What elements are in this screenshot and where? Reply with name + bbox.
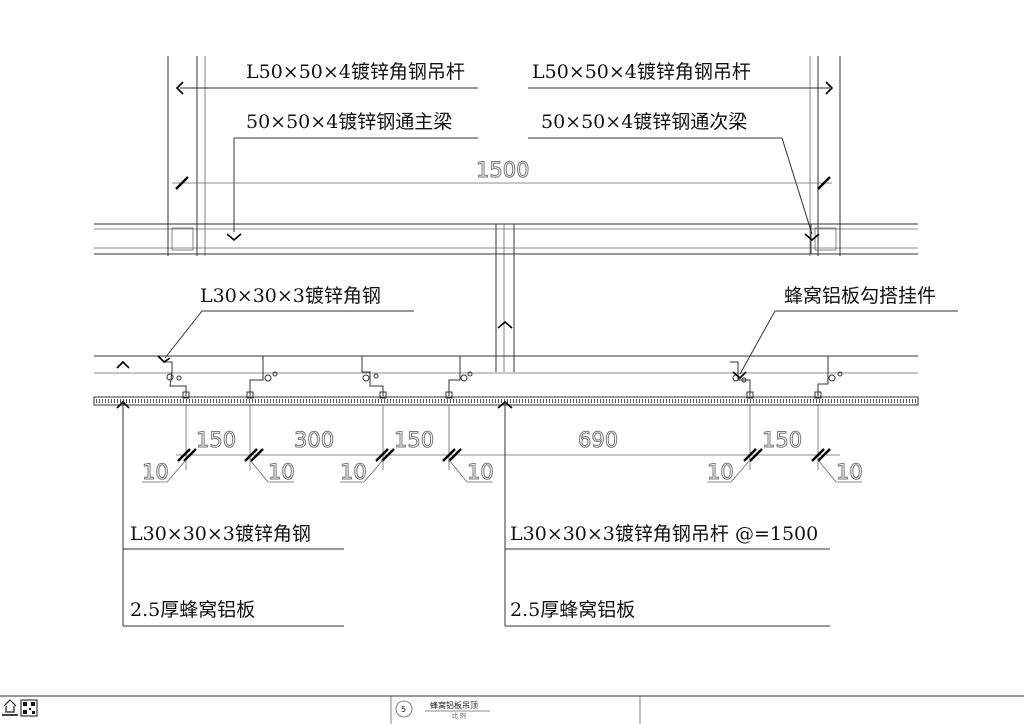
panel-dimension-line	[142, 405, 862, 483]
title-scale: 比 例	[452, 712, 466, 720]
label-hanger-left: L50×50×4镀锌角钢吊杆	[246, 61, 465, 83]
label-main-beam: 50×50×4镀锌钢通主梁	[246, 111, 452, 133]
label-angle-left-top: L30×30×3镀锌角钢	[200, 285, 381, 307]
dim-offset-3: 10	[340, 460, 367, 484]
honeycomb-panels	[93, 396, 919, 406]
title-number-circle	[395, 700, 413, 718]
dim-gap-2: 300	[294, 428, 334, 452]
dim-gap-5: 150	[762, 428, 802, 452]
label-hook-fitting: 蜂窝铝板勾搭挂件	[784, 285, 936, 307]
dim-top-span: 1500	[476, 158, 529, 182]
label-panel-left: 2.5厚蜂窝铝板	[130, 599, 255, 621]
company-logo-icon	[2, 699, 18, 716]
dim-offset-6: 10	[836, 460, 863, 484]
main-beam	[94, 223, 918, 255]
top-leaders	[175, 81, 834, 242]
top-dimension-line	[172, 176, 832, 190]
title-text: 蜂窝铝板吊顶	[430, 700, 478, 710]
hook-fittings	[165, 356, 843, 399]
label-hanger-right: L50×50×4镀锌角钢吊杆	[532, 61, 751, 83]
label-secondary-beam: 50×50×4镀锌钢通次梁	[541, 111, 747, 133]
mid-leaders	[116, 310, 958, 409]
ceiling-angle-rail	[94, 355, 918, 374]
bottom-leaders	[122, 402, 830, 627]
dim-gap-1: 150	[196, 428, 236, 452]
label-angle-left-bottom: L30×30×3镀锌角钢	[130, 523, 311, 545]
hanger-rods	[167, 56, 841, 372]
dim-offset-2: 10	[268, 460, 295, 484]
dim-gap-3: 150	[394, 428, 434, 452]
dim-offset-5: 10	[707, 460, 734, 484]
label-angle-hanger: L30×30×3镀锌角钢吊杆 @=1500	[510, 523, 818, 545]
title-number: 5	[401, 705, 406, 714]
title-block: 5 蜂窝铝板吊顶 比 例	[0, 695, 1024, 724]
qr-code-icon	[20, 699, 38, 717]
dim-offset-1: 10	[142, 460, 169, 484]
dim-gap-4: 690	[578, 428, 618, 452]
label-panel-right: 2.5厚蜂窝铝板	[510, 599, 635, 621]
dim-offset-4: 10	[467, 460, 494, 484]
